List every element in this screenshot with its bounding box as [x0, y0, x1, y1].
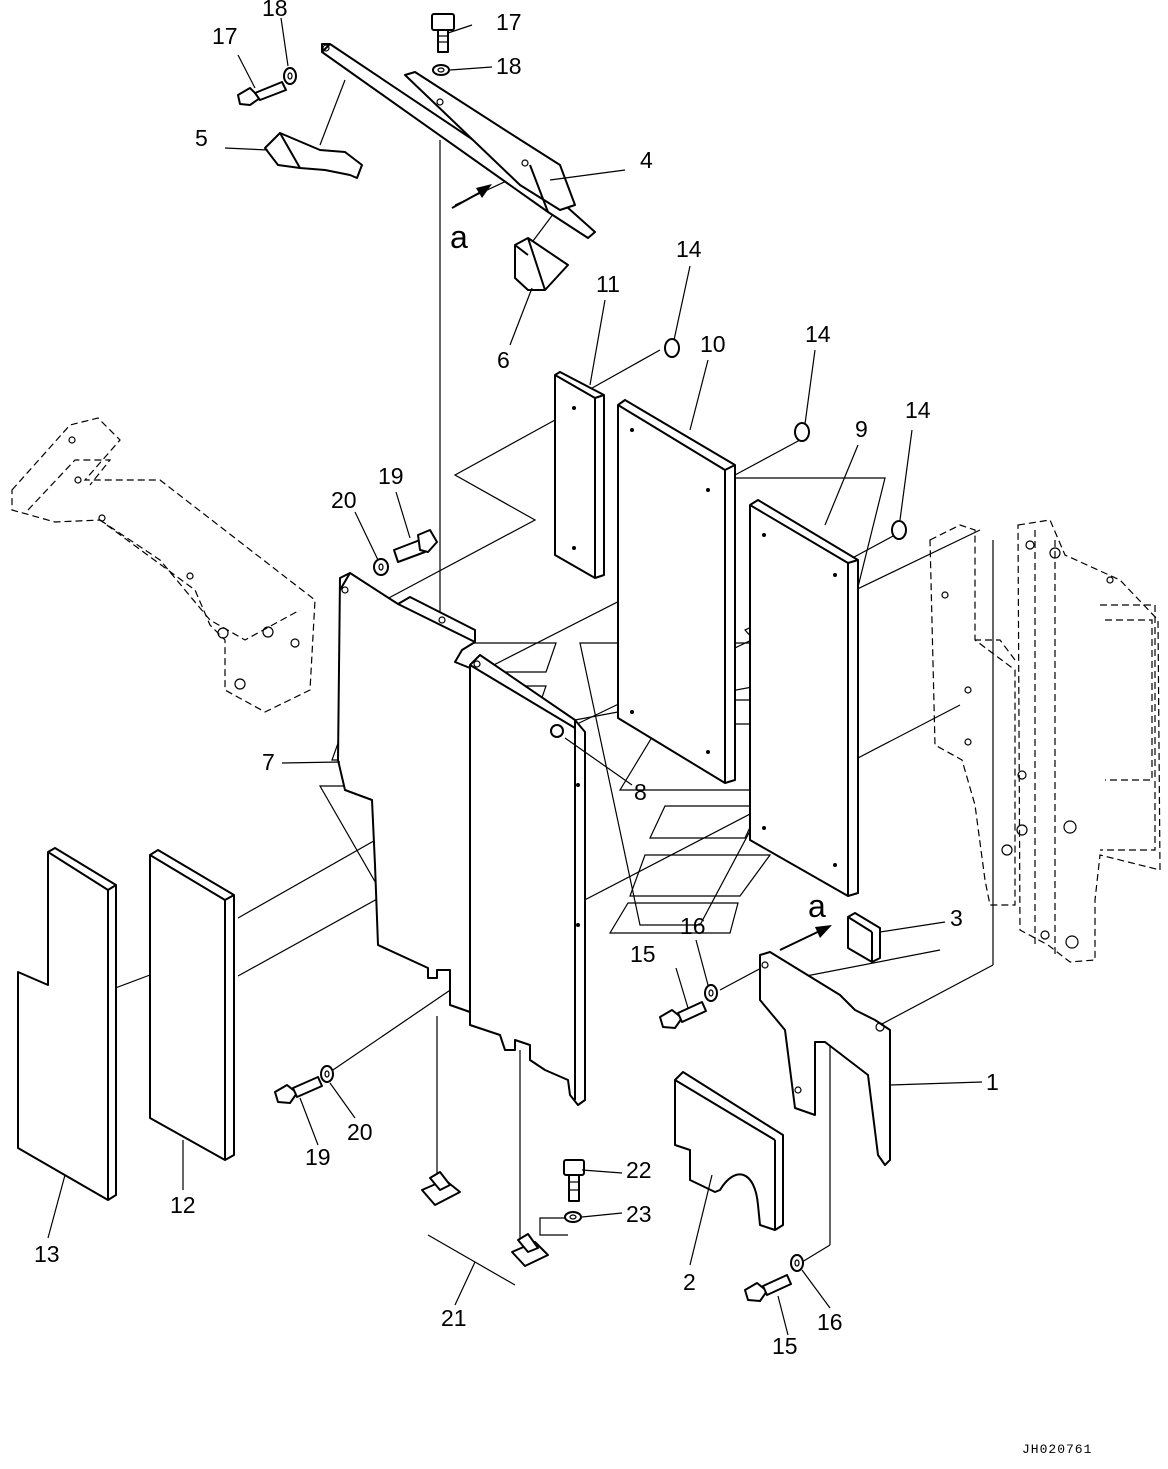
- label-1: 1: [986, 1069, 999, 1095]
- washer-18-left: [283, 67, 297, 85]
- washer-23: [564, 1211, 582, 1223]
- view-marker-a-bottom: a: [808, 888, 826, 924]
- part-3-pad: [847, 912, 881, 963]
- clip-14-c: [891, 520, 907, 540]
- label-15-a: 15: [630, 941, 656, 967]
- label-8: 8: [634, 779, 647, 805]
- washer-16-bottom: [790, 1254, 804, 1272]
- label-12: 12: [170, 1192, 196, 1218]
- bolt-17-top: [431, 13, 455, 53]
- bolt-19-bottom: [274, 1076, 323, 1104]
- label-10: 10: [700, 331, 726, 357]
- label-20-b: 20: [347, 1119, 373, 1145]
- part-6-block: [514, 237, 569, 291]
- part-13-pad: [17, 847, 117, 1201]
- drawing-code: JH020761: [1022, 1442, 1092, 1457]
- washer-16-mid: [704, 984, 718, 1002]
- label-17-b: 17: [496, 9, 522, 35]
- label-16-b: 16: [817, 1309, 843, 1335]
- label-17-a: 17: [212, 23, 238, 49]
- washer-18-top: [432, 64, 450, 76]
- part-9-pad: [749, 499, 859, 897]
- part-4-top-bracket: [321, 43, 596, 239]
- label-22: 22: [626, 1157, 652, 1183]
- part-11-pad: [554, 371, 605, 579]
- part-5-wedge: [264, 132, 363, 179]
- part-21-clips: [421, 1171, 549, 1286]
- label-2: 2: [683, 1269, 696, 1295]
- reference-frame-left: [11, 417, 316, 713]
- washer-20-bottom: [320, 1065, 334, 1083]
- view-arrows: [451, 184, 832, 951]
- bolt-19-top: [393, 529, 438, 563]
- part-7-panel: [337, 572, 476, 1013]
- washer-20-top: [373, 558, 389, 576]
- label-18-a: 18: [262, 0, 288, 21]
- label-4: 4: [640, 147, 653, 173]
- label-16-a: 16: [680, 913, 706, 939]
- callout-labels: 1 2 3 4 5 6 7 8 9 10 11 12 13 14 14 14 1…: [34, 0, 1092, 1457]
- view-marker-a-top: a: [450, 219, 468, 255]
- label-3: 3: [950, 905, 963, 931]
- label-6: 6: [497, 347, 510, 373]
- clip-14-a: [664, 338, 680, 358]
- part-8-panel: [469, 654, 586, 1106]
- label-14-a: 14: [676, 236, 702, 262]
- label-14-c: 14: [905, 397, 931, 423]
- label-5: 5: [195, 125, 208, 151]
- label-13: 13: [34, 1241, 60, 1267]
- label-9: 9: [855, 416, 868, 442]
- label-15-b: 15: [772, 1333, 798, 1359]
- label-14-b: 14: [805, 321, 831, 347]
- part-10-pad: [617, 399, 736, 784]
- bolt-17-left: [237, 81, 287, 106]
- label-21: 21: [441, 1305, 467, 1331]
- label-18-b: 18: [496, 53, 522, 79]
- label-19-a: 19: [378, 463, 404, 489]
- fasteners: [237, 13, 907, 1302]
- bolt-22: [563, 1159, 585, 1202]
- label-20-a: 20: [331, 487, 357, 513]
- label-11: 11: [596, 271, 620, 297]
- bolt-15-mid: [659, 1001, 707, 1029]
- bolt-15-bottom: [744, 1274, 792, 1302]
- part-2-pad: [674, 1071, 784, 1231]
- label-19-b: 19: [305, 1144, 331, 1170]
- label-7: 7: [262, 749, 275, 775]
- part-1-bracket: [759, 951, 891, 1166]
- part-12-pad: [149, 849, 235, 1161]
- reference-frame-right: [929, 519, 1161, 963]
- callout-leaders: [47, 17, 983, 1336]
- label-23: 23: [626, 1201, 652, 1227]
- clip-14-b: [794, 422, 810, 442]
